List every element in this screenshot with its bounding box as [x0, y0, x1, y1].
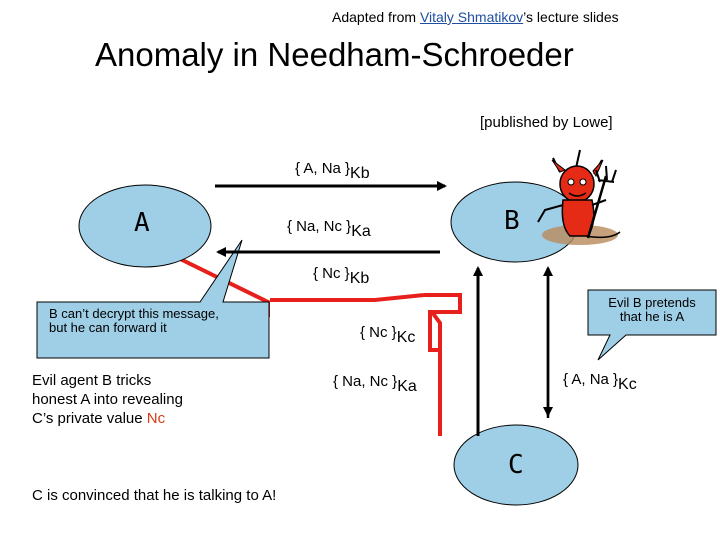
- attack-path-mid: [270, 293, 425, 302]
- message-2: { Na, Nc }Ka: [287, 218, 371, 241]
- message-6: { A, Na }Kc: [563, 371, 637, 394]
- evil-note-line-1: Evil agent B tricks: [32, 372, 152, 389]
- callout-b-line-2: that he is A: [619, 309, 685, 324]
- message-1-key: Kb: [350, 165, 370, 182]
- message-5-body: { Na, Nc }: [333, 373, 398, 390]
- attack-path-c: [430, 310, 442, 436]
- message-4: { Nc }Kc: [360, 324, 415, 347]
- evil-note-highlight: Nc: [146, 410, 166, 427]
- message-4-key: Kc: [396, 329, 416, 346]
- credit-line: Adapted from Vitaly Shmatikov’s lecture …: [332, 9, 619, 25]
- evil-note-line-3-text: C’s private value: [32, 410, 147, 427]
- callout-a-text: B can’t decrypt this message, but he can…: [37, 302, 269, 358]
- callout-b-line-1: Evil B pretends: [608, 295, 696, 310]
- node-c-label: C: [508, 450, 524, 480]
- message-5: { Na, Nc }Ka: [333, 373, 417, 396]
- evil-agent-note: Evil agent B tricks honest A into reveal…: [32, 371, 183, 428]
- message-1: { A, Na }Kb: [295, 160, 370, 183]
- evil-note-line-2: honest A into revealing: [32, 391, 183, 408]
- node-c-shape: [453, 424, 579, 506]
- message-2-body: { Na, Nc }: [287, 218, 352, 235]
- callout-a-shape: [36, 239, 270, 359]
- message-2-key: Ka: [351, 223, 371, 240]
- callout-b-shape: [587, 289, 717, 361]
- message-6-body: { A, Na }: [563, 371, 619, 388]
- credit-link[interactable]: Vitaly Shmatikov: [419, 9, 524, 25]
- callout-a-line-2: but he can forward it: [49, 320, 167, 335]
- node-a-label: A: [134, 208, 150, 238]
- callout-b-text: Evil B pretends that he is A: [588, 290, 716, 335]
- credit-prefix: Adapted from: [332, 9, 420, 25]
- message-3-body: { Nc }: [313, 265, 350, 282]
- message-3-key: Kb: [349, 270, 370, 287]
- message-5-key: Ka: [397, 378, 417, 395]
- callout-a-line-1: B can’t decrypt this message,: [49, 306, 219, 321]
- convinced-note: C is convinced that he is talking to A!: [32, 487, 277, 504]
- message-6-key: Kc: [618, 376, 637, 393]
- node-b-label: B: [504, 206, 520, 236]
- devil-icon: [537, 149, 621, 245]
- message-1-body: { A, Na }: [295, 160, 351, 177]
- node-a-shape: [78, 184, 212, 268]
- slide-title: Anomaly in Needham-Schroeder: [95, 36, 574, 73]
- evil-note-line-3: C’s private value Nc: [32, 409, 183, 428]
- credit-suffix: ’s lecture slides: [523, 9, 619, 25]
- publication-note: [published by Lowe]: [480, 114, 613, 131]
- message-4-body: { Nc }: [360, 324, 397, 341]
- message-3: { Nc }Kb: [313, 265, 369, 288]
